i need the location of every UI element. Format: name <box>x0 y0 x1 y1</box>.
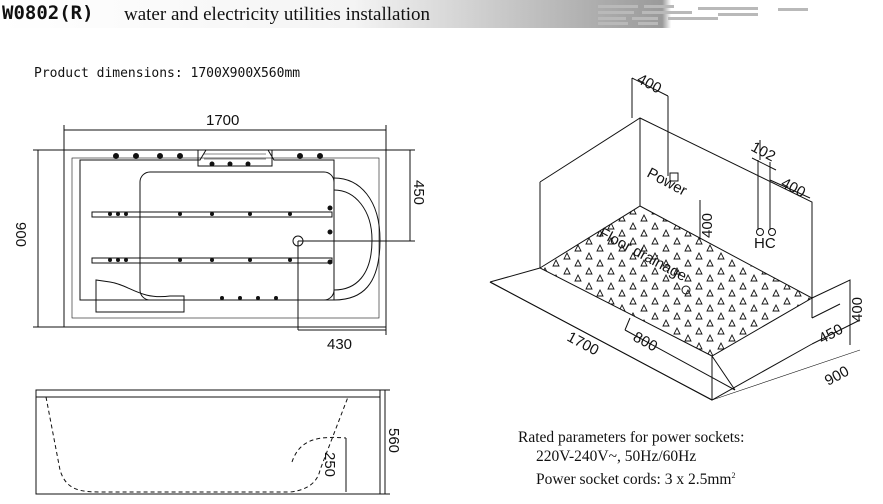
dim-line-800 <box>624 317 736 391</box>
control-panel <box>197 149 273 167</box>
dim-side-height: 560 <box>385 428 402 453</box>
tub-headrest <box>333 177 381 301</box>
dim-line-560 <box>380 389 390 495</box>
dim-install-400-power: 400 <box>699 213 716 238</box>
dim-install-1700: 1700 <box>564 329 601 360</box>
floor-drain <box>681 285 691 295</box>
dim-line-450 <box>298 149 415 242</box>
power-socket <box>669 172 679 182</box>
jets <box>108 153 333 300</box>
rated-parameters: Rated parameters for power sockets: 220V… <box>518 428 744 489</box>
dim-line-400-top <box>631 77 669 176</box>
dim-install-400-hc: 400 <box>778 175 808 202</box>
header-decoration <box>598 5 808 25</box>
dim-line-1700 <box>63 125 387 150</box>
dim-line-102 <box>751 157 777 171</box>
side-view <box>35 389 390 495</box>
dim-top-450: 450 <box>410 180 427 205</box>
rated-heading: Rated parameters for power sockets: <box>518 429 745 446</box>
rated-cords-sup: 2 <box>731 471 736 480</box>
model-code: W0802(R) <box>2 2 94 24</box>
dim-install-800: 800 <box>630 329 660 356</box>
dim-side-depth: 250 <box>321 452 338 477</box>
header-bar: W0802(R) water and electricity utilities… <box>0 0 883 28</box>
top-view <box>33 125 415 335</box>
dim-top-430: 430 <box>327 336 352 353</box>
label-power: Power <box>644 165 690 200</box>
rated-cords: Power socket cords: 3 x 2.5mm2 <box>518 466 744 489</box>
dim-install-400-right: 400 <box>849 297 866 322</box>
rated-voltage: 220V-240V~, 50Hz/60Hz <box>536 448 697 465</box>
back-wall <box>539 117 813 318</box>
dim-line-900 <box>33 149 64 328</box>
dim-top-length: 1700 <box>206 112 239 129</box>
dim-line-450 <box>811 303 861 345</box>
dim-install-400-top: 400 <box>634 71 664 98</box>
side-basin <box>45 396 349 493</box>
header-title: water and electricity utilities installa… <box>124 4 431 25</box>
dim-install-900: 900 <box>822 363 852 390</box>
dim-install-450: 450 <box>816 321 846 348</box>
rated-cords-text: Power socket cords: 3 x 2.5mm <box>536 471 732 489</box>
dim-line-400-hc <box>769 179 811 199</box>
dim-line-430 <box>297 241 387 335</box>
label-hc: HC <box>754 235 776 252</box>
tub-lounge <box>139 171 335 301</box>
product-dimensions: Product dimensions: 1700X900X560mm <box>34 66 301 81</box>
installation-view <box>489 77 861 401</box>
hc-pipes <box>757 160 771 230</box>
side-outline <box>35 389 381 495</box>
tub-seat <box>95 279 185 313</box>
dim-line-400-right <box>811 279 851 345</box>
dim-install-102: 102 <box>748 139 778 166</box>
dim-top-width: 900 <box>12 222 29 247</box>
